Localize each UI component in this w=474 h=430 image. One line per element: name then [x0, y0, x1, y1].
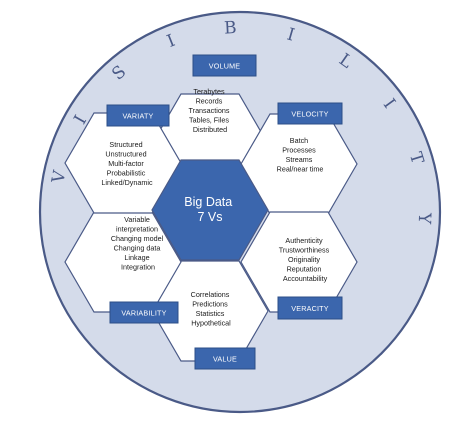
hex-value-item: Predictions — [192, 300, 228, 309]
hex-value-item: Correlations — [191, 290, 230, 299]
hex-variaty-item: Structured — [109, 140, 142, 149]
tag-variability-label: VARIABILITY — [121, 309, 166, 318]
center-title: Big Data — [184, 195, 232, 209]
hex-variability-item: Changing data — [114, 244, 161, 253]
label-tags: VOLUME VELOCITY VERACITY VALUE VARIABILI… — [106, 54, 343, 370]
svg-text:Batch Processes: Batch Processes Streams Real/near time — [277, 136, 324, 174]
svg-text:Variable interpretatio: Variable interpretation Changing model C… — [111, 215, 165, 272]
hex-velocity-item: Streams — [286, 155, 313, 164]
svg-text:Terabytes Records: Terabytes Records Transactions Tables, F… — [189, 87, 232, 134]
hexagon-group: Terabytes Records Transactions Tables, F… — [64, 87, 358, 362]
hex-velocity-item: Batch — [290, 136, 308, 145]
hex-veracity: Authenticity Trustworthiness Originality… — [240, 211, 358, 313]
tag-volume: VOLUME — [192, 54, 257, 77]
visibility-letter: B — [224, 18, 238, 39]
hex-value: Correlations Predictions Statistics Hypo… — [151, 260, 269, 362]
hex-variaty-item: Multi-factor — [108, 159, 144, 168]
hex-veracity-item: Authenticity — [285, 236, 323, 245]
hex-variability-item: Linkage — [124, 253, 149, 262]
hex-volume-item: Tables, Files — [189, 116, 229, 125]
tag-variaty: VARIATY — [106, 104, 170, 127]
hex-veracity-item: Trustworthiness — [279, 246, 330, 255]
hex-variaty-item: Probabilistic — [107, 169, 146, 178]
center-subtitle: 7 Vs — [197, 210, 222, 224]
hex-veracity-item: Accountability — [283, 274, 328, 283]
hex-variability-item: interpretation — [116, 225, 158, 234]
tag-variaty-label: VARIATY — [122, 112, 153, 121]
hex-velocity-item: Processes — [282, 146, 316, 155]
tag-value: VALUE — [194, 347, 256, 370]
visibility-letter: Y — [414, 211, 434, 225]
tag-veracity-label: VERACITY — [291, 304, 329, 313]
svg-text:Structured Unstructure: Structured Unstructured Multi-factor Pro… — [101, 140, 153, 187]
hex-variability-item: Variable — [124, 215, 150, 224]
tag-veracity: VERACITY — [277, 296, 343, 320]
hex-volume-item: Terabytes — [193, 87, 225, 96]
hex-veracity-item: Reputation — [287, 265, 322, 274]
hex-variaty-item: Unstructured — [105, 150, 146, 159]
hex-value-item: Hypothetical — [191, 319, 231, 328]
hex-center: Big Data 7 Vs — [151, 159, 269, 261]
tag-velocity-label: VELOCITY — [291, 110, 328, 119]
hex-variability-item: Changing model — [111, 234, 164, 243]
svg-text:Authenticity Trustwort: Authenticity Trustworthiness Originality… — [279, 236, 331, 283]
svg-text:Correlations Predictio: Correlations Predictions Statistics Hypo… — [191, 290, 232, 328]
hex-veracity-item: Originality — [288, 255, 320, 264]
tag-value-label: VALUE — [213, 355, 237, 364]
hex-volume-item: Records — [196, 97, 223, 106]
visibility-letter: V — [48, 168, 70, 186]
svg-text:Big Data 7 Vs: Big Data 7 Vs — [184, 195, 235, 224]
hex-variaty: Structured Unstructured Multi-factor Pro… — [64, 112, 182, 214]
hex-volume-item: Transactions — [189, 106, 230, 115]
tag-volume-label: VOLUME — [209, 62, 241, 71]
visibility-letter: I — [285, 25, 297, 46]
hex-variability-item: Integration — [121, 263, 155, 272]
tag-velocity: VELOCITY — [277, 102, 343, 125]
hex-variability: Variable interpretation Changing model C… — [64, 211, 182, 313]
hex-variaty-item: Linked/Dynamic — [101, 178, 153, 187]
hex-volume-item: Distributed — [193, 125, 227, 134]
tag-variability: VARIABILITY — [109, 301, 179, 324]
hex-velocity-item: Real/near time — [277, 165, 324, 174]
hex-value-item: Statistics — [196, 309, 225, 318]
